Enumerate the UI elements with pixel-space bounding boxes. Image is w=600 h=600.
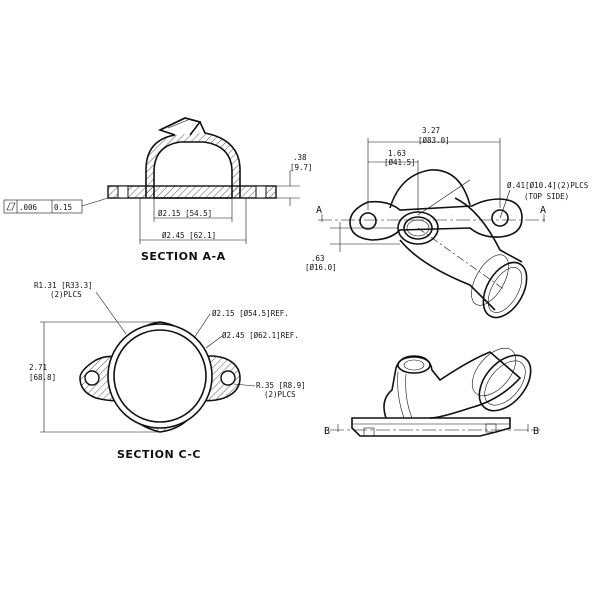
top-width-in: 3.27: [422, 126, 440, 135]
c-inner-ref: Ø2.15 [Ø54.5]REF.: [212, 309, 289, 318]
section-c-title: SECTION C-C: [117, 448, 201, 461]
a-height-in: .38: [293, 153, 307, 162]
top-width-mm: [Ø83.0]: [418, 136, 450, 145]
section-a-title: SECTION A-A: [141, 250, 226, 263]
c-radius-large: R1.31 [R33.3]: [34, 281, 93, 290]
top-flange: [349, 198, 523, 241]
top-hole-dia: Ø.41[Ø10.4](2)PLCS: [507, 181, 589, 190]
side-view: B B: [324, 347, 540, 437]
side-body: [383, 351, 522, 419]
c-outer-ref: Ø2.45 [Ø62.1]REF.: [222, 331, 299, 340]
a-inner-dia: Ø2.15 [54.5]: [158, 209, 212, 218]
c-hole-right: [220, 370, 236, 386]
a-height-mm: [9.7]: [290, 163, 313, 172]
c-radius-large-qty: (2)PLCS: [50, 290, 82, 299]
c-height-in: 2.71: [29, 363, 47, 372]
side-inlet-opening: [397, 356, 431, 374]
outlet-opening: [482, 261, 528, 319]
section-c-c-view: 2.71 [68.8] R1.31 [R33.3] (2)PLCS Ø2.15 …: [29, 281, 306, 461]
c-hole-left: [84, 370, 100, 386]
top-bottom-mm: [Ø16.0]: [305, 263, 337, 272]
a-outer-dia: Ø2.45 [62.1]: [162, 231, 216, 240]
top-view: A A 3.27 [Ø83.0] 1.63 [Ø41.5]: [305, 126, 589, 319]
outlet-tube: [399, 197, 523, 311]
section-a-a-view: .006 0.15 .38 [9.7] Ø2.15 [54.5] Ø2.45 […: [3, 117, 313, 263]
c-radius-small-qty: (2)PLCS: [264, 390, 296, 399]
section-b-right: B: [533, 426, 539, 437]
flatness-callout: .006 0.15: [3, 197, 109, 214]
flatness-value: .006: [19, 203, 38, 212]
side-flange: [351, 417, 511, 437]
section-a-left: A: [316, 205, 322, 216]
top-bottom-in: .63: [311, 254, 325, 263]
top-hole-note: (TOP SIDE): [524, 192, 569, 201]
top-offset-in: 1.63: [388, 149, 406, 158]
top-hole-left: [359, 212, 377, 230]
flange-base-a: [107, 185, 277, 199]
section-b-left: B: [324, 426, 330, 437]
section-a-right: A: [540, 205, 546, 216]
c-inner-bore: [113, 329, 207, 423]
top-offset-mm: [Ø41.5]: [384, 158, 416, 167]
top-hole-right: [491, 209, 509, 227]
c-height-mm: [68.8]: [29, 373, 56, 382]
side-outlet-opening: [478, 354, 532, 412]
c-radius-small: R.35 [R8.9]: [256, 381, 306, 390]
flatness-metric: 0.15: [54, 203, 72, 212]
